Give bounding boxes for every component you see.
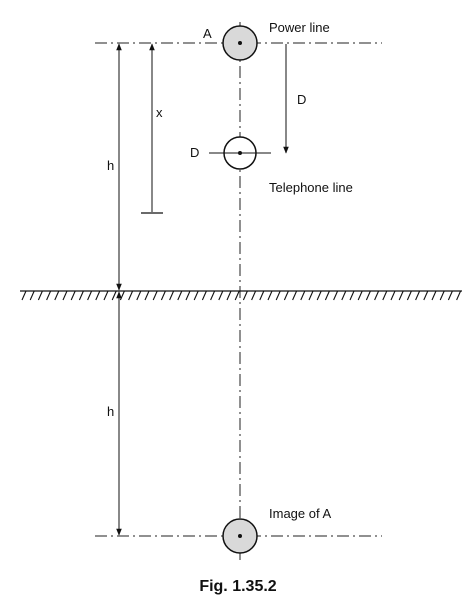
ground-hatch-line [218, 290, 224, 301]
ground-hatch-line [160, 290, 166, 301]
ground-hatch-line [406, 290, 412, 301]
ground-hatch-line [21, 290, 27, 301]
ground-hatch-line [119, 290, 125, 301]
label-point-a: A [203, 26, 212, 41]
ground-hatch-line [267, 290, 273, 301]
label-power-line: Power line [269, 20, 330, 35]
ground-hatch-line [431, 290, 437, 301]
ground-hatch-line [54, 290, 60, 301]
ground-hatch-line [333, 290, 339, 301]
ground-hatch-line [29, 290, 35, 301]
figure-caption: Fig. 1.35.2 [199, 578, 276, 595]
ground-hatch-line [136, 290, 142, 301]
ground-hatch-line [456, 290, 462, 301]
ground-hatch-line [210, 290, 216, 301]
ground-hatch-line [349, 290, 355, 301]
ground-hatch-line [185, 290, 191, 301]
ground-hatch-line [128, 290, 134, 301]
ground-hatch-line [398, 290, 404, 301]
ground-hatch-line [62, 290, 68, 301]
conductor-a [222, 25, 258, 61]
label-telephone-line: Telephone line [269, 180, 353, 195]
ground-hatch-line [242, 290, 248, 301]
ground-hatch-line [292, 290, 298, 301]
ground-hatch-line [423, 290, 429, 301]
ground-hatch-line [234, 290, 240, 301]
ground-hatch-line [193, 290, 199, 301]
ground-hatch-line [226, 290, 232, 301]
ground-hatch-line [357, 290, 363, 301]
label-distance-x: x [156, 105, 163, 120]
ground-hatch-line [341, 290, 347, 301]
ground-hatch-line [283, 290, 289, 301]
ground-hatch-line [201, 290, 207, 301]
ground-hatch-line [275, 290, 281, 301]
ground-hatch-line [144, 290, 150, 301]
ground-hatch-line [374, 290, 380, 301]
ground-hatch-line [259, 290, 265, 301]
label-height-h-above: h [107, 158, 114, 173]
conductor-image-a [222, 518, 258, 554]
ground-hatch-line [111, 290, 117, 301]
label-point-d: D [190, 145, 199, 160]
ground-hatch-line [78, 290, 84, 301]
ground-hatch-line [300, 290, 306, 301]
ground-hatch-line [37, 290, 43, 301]
ground-hatch-line [415, 290, 421, 301]
ground-hatch-line [95, 290, 101, 301]
conductor-d [209, 136, 271, 170]
ground-hatch-line [365, 290, 371, 301]
ground-hatch-line [70, 290, 76, 301]
ground [20, 290, 462, 301]
ground-hatch-line [390, 290, 396, 301]
ground-hatch-line [324, 290, 330, 301]
label-image-of-a: Image of A [269, 506, 331, 521]
ground-hatch-line [439, 290, 445, 301]
ground-hatch-line [382, 290, 388, 301]
dimension-x [141, 43, 163, 214]
ground-hatch-line [103, 290, 109, 301]
ground-hatch-line [316, 290, 322, 301]
ground-hatch-line [87, 290, 93, 301]
ground-hatch-line [308, 290, 314, 301]
label-height-h-below: h [107, 404, 114, 419]
ground-hatch-line [152, 290, 158, 301]
ground-hatch-line [46, 290, 52, 301]
ground-hatch-line [177, 290, 183, 301]
ground-hatch-line [447, 290, 453, 301]
ground-hatch-line [251, 290, 257, 301]
label-separation-d: D [297, 92, 306, 107]
ground-hatch-line [169, 290, 175, 301]
